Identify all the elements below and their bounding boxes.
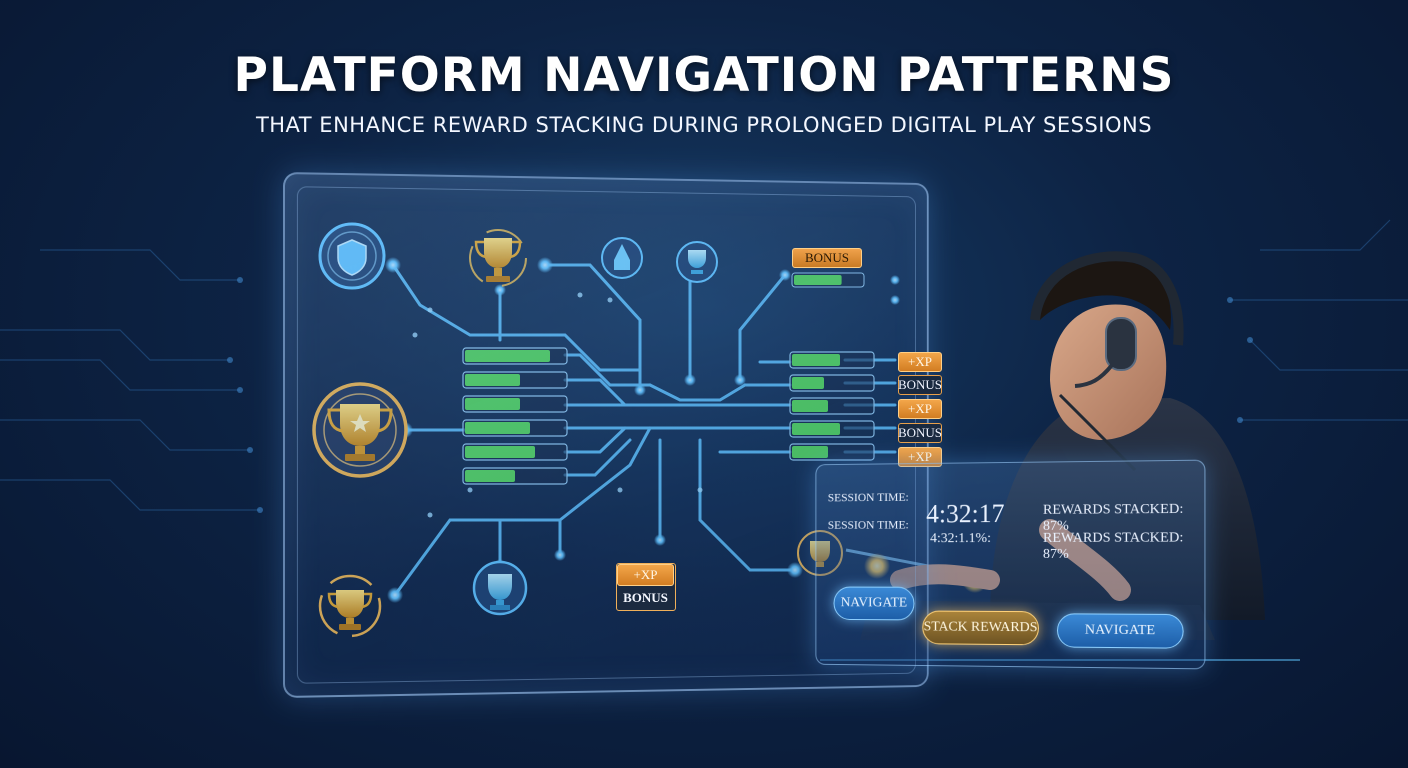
session-time-label: SESSION TIME:: [827, 517, 909, 532]
top-bonus-tag[interactable]: BONUS: [792, 248, 862, 268]
right-progress-bar-fill: [792, 354, 840, 366]
stack-rewards-button[interactable]: STACK REWARDS: [922, 610, 1039, 646]
left-progress-bar-fill: [465, 470, 515, 482]
left-progress-bar-fill: [465, 374, 520, 386]
navigate-button-left[interactable]: NAVIGATE: [833, 586, 915, 621]
trophy-icon: [312, 382, 408, 478]
badge-bonus-label: BONUS: [623, 589, 668, 605]
rewards-stacked-label: REWARDS STACKED: 87%: [1042, 530, 1184, 562]
headset-person-image: [890, 251, 1265, 620]
left-progress-bar-fill: [465, 446, 535, 458]
right-progress-bars: [789, 272, 875, 461]
badge-xp-label: +XP: [617, 564, 674, 586]
rocket-icon: [601, 237, 643, 279]
xp-bonus-badge[interactable]: +XP BONUS: [616, 563, 676, 611]
page-subtitle: THAT ENHANCE REWARD STACKING DURING PROL…: [255, 113, 1153, 137]
left-progress-bars: [462, 347, 568, 485]
xp-tag[interactable]: +XP: [898, 399, 942, 419]
xp-tag[interactable]: +XP: [898, 352, 942, 372]
top-bonus-bar-fill: [794, 275, 842, 285]
trophy-icon: [318, 574, 382, 638]
page-title: PLATFORM NAVIGATION PATTERNS: [233, 48, 1175, 103]
right-progress-bar-fill: [792, 423, 840, 435]
trophy-icon: [472, 560, 528, 616]
bonus-tag[interactable]: BONUS: [898, 423, 942, 443]
shield-icon: [318, 222, 386, 290]
trophy-icon: [797, 530, 843, 576]
right-progress-bar-fill: [792, 377, 824, 389]
session-display: SESSION TIME: SESSION TIME: 4:32:17 4:32…: [815, 459, 1206, 670]
circuit-nodes: [385, 257, 900, 603]
session-time-value: 4:32:17: [926, 499, 1005, 529]
trophy-icon: [469, 229, 527, 287]
session-time-small: 4:32:1.1%:: [930, 531, 991, 547]
xp-tag[interactable]: +XP: [898, 447, 942, 467]
bonus-tag[interactable]: BONUS: [898, 375, 942, 395]
right-progress-bar-fill: [792, 400, 828, 412]
left-progress-bar-fill: [465, 398, 520, 410]
left-progress-bar-fill: [465, 422, 530, 434]
left-progress-bar-fill: [465, 350, 550, 362]
background-circuitry: [0, 219, 1408, 511]
right-progress-bar-fill: [792, 446, 828, 458]
navigate-button-right[interactable]: NAVIGATE: [1057, 613, 1184, 649]
session-time-label: SESSION TIME:: [827, 489, 909, 505]
trophy-icon: [676, 241, 718, 283]
